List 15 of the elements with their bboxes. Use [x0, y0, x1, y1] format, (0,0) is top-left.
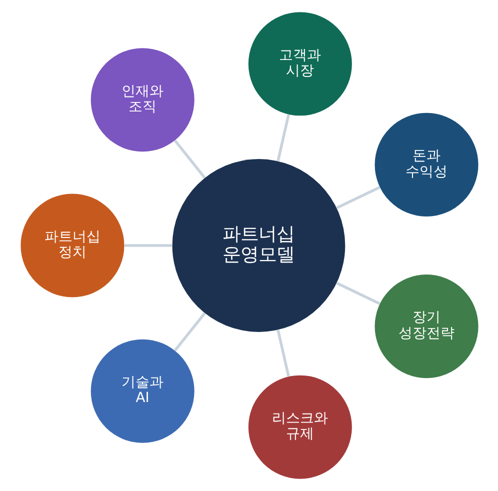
- connector: [276, 114, 290, 162]
- connector: [124, 244, 172, 247]
- node-circle: 파트너십 정치: [20, 194, 124, 298]
- node-circle: 고객과 시장: [248, 12, 352, 116]
- connector: [336, 282, 380, 306]
- connector: [276, 330, 290, 377]
- node-circle: 기술과 AI: [90, 339, 194, 443]
- connector: [173, 140, 206, 179]
- connector: [173, 312, 206, 352]
- node-circle: 장기 성장전략: [374, 274, 478, 378]
- node-circle: 파트너십 운영모델: [172, 159, 345, 332]
- node-circle: 리스크와 규제: [248, 375, 352, 479]
- node-circle: 돈과 수익성: [374, 112, 478, 216]
- connector: [336, 186, 380, 210]
- node-circle: 인재와 조직: [90, 48, 194, 152]
